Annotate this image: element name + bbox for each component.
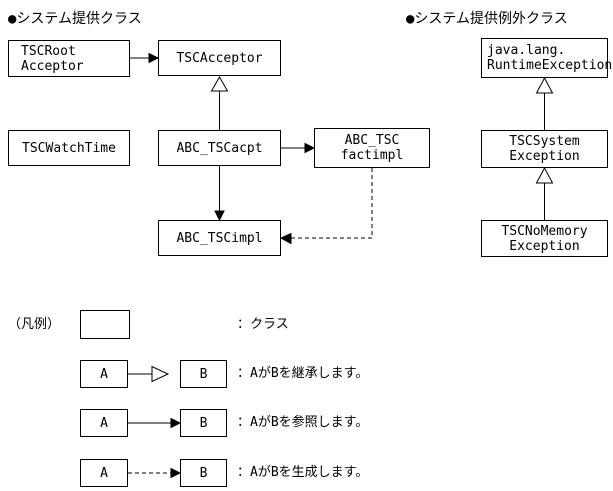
arrow-generate-factimpl-to-abctscimpl <box>279 168 373 245</box>
class-box-abc-tscacpt: ABC_TSCacpt <box>158 130 281 166</box>
legend-reference-node-a: A <box>80 409 128 437</box>
arrow-inherit-tscnomemory-to-tscsystem <box>535 166 554 220</box>
legend-reference-node-b: B <box>180 409 227 437</box>
arrow-reference-tscroot-to-tscacceptor <box>130 52 160 64</box>
legend-inherit-node-b: B <box>180 360 227 388</box>
class-box-abc-tscimpl: ABC_TSCimpl <box>158 220 281 256</box>
arrow-reference-abctscacpt-to-abctscimpl <box>214 166 225 222</box>
legend-class-sample-box <box>80 310 130 339</box>
legend-reference-label: ：AがBを参照します。 <box>237 415 369 430</box>
legend-generate-node-b: B <box>180 459 227 487</box>
legend-title: （凡例） <box>8 317 61 332</box>
class-box-tscroot-acceptor: TSCRoot Acceptor <box>8 40 130 77</box>
legend-inherit-arrow <box>128 365 170 383</box>
arrow-inherit-tscsystem-to-runtimeexception <box>535 76 554 130</box>
class-box-abc-tscfactimpl: ABC_TSC factimpl <box>314 128 430 168</box>
legend-reference-arrow <box>128 417 182 429</box>
section-title-system-classes: ●システム提供クラス <box>8 11 142 27</box>
class-box-tscsystem-exception: TSCSystem Exception <box>481 130 608 168</box>
arrow-reference-abctscacpt-to-factimpl <box>281 142 316 154</box>
class-box-tscwatchtime: TSCWatchTime <box>8 130 130 166</box>
legend-generate-label: ：AがBを生成します。 <box>237 465 369 480</box>
legend-generate-node-a: A <box>80 459 128 487</box>
legend-generate-arrow <box>128 467 182 479</box>
section-title-system-exception-classes: ●システム提供例外クラス <box>406 11 568 27</box>
legend-class-label: ：クラス <box>237 317 289 332</box>
class-box-tscacceptor: TSCAcceptor <box>158 40 281 76</box>
legend-inherit-node-a: A <box>80 360 128 388</box>
class-box-java-lang-runtimeexception: java.lang. RuntimeException <box>481 38 612 78</box>
class-box-tscnomemory-exception: TSCNoMemory Exception <box>481 220 608 257</box>
legend-inherit-label: ：AがBを継承します。 <box>237 366 369 381</box>
arrow-inherit-abctscacpt-to-tscacceptor <box>210 75 229 130</box>
